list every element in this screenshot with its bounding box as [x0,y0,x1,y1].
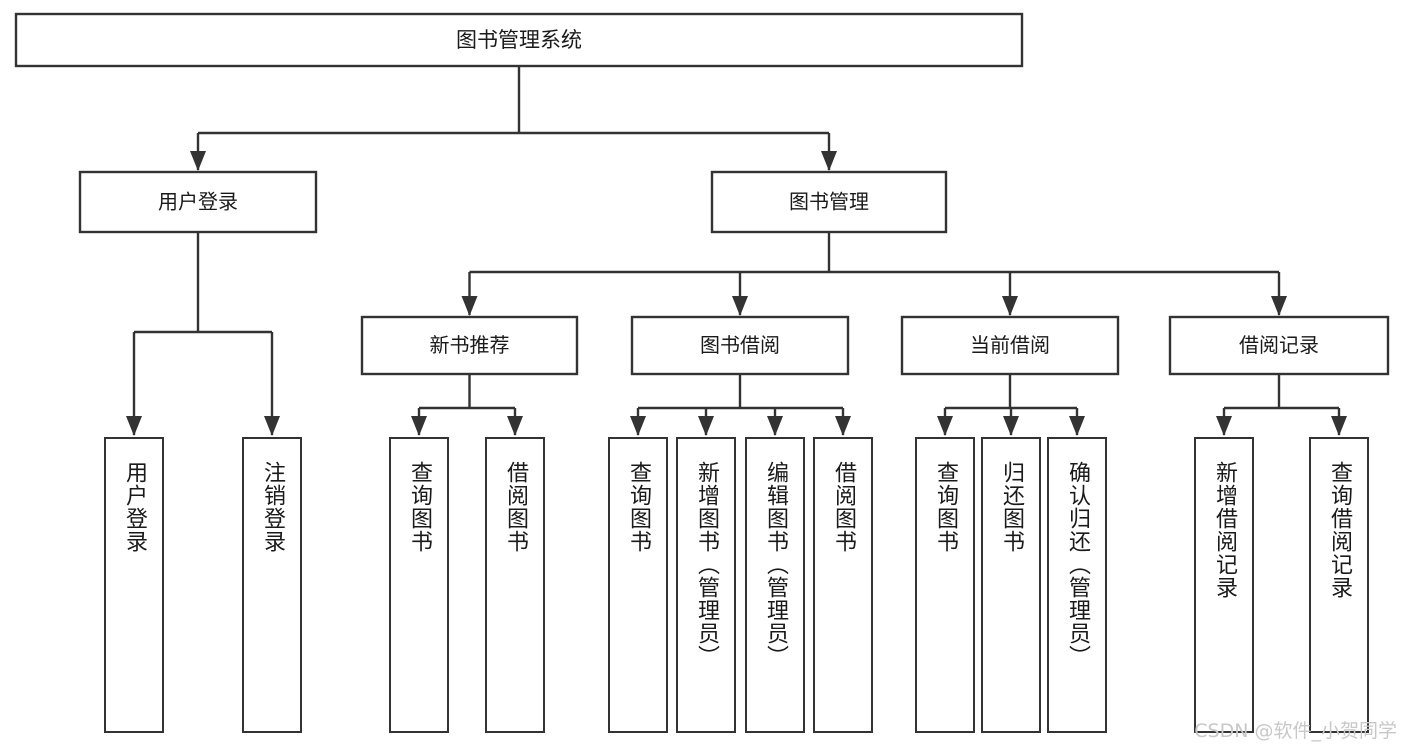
node-label-book-manage: 图书管理 [789,190,869,214]
arrow-head-icon-borrow-record-1 [1331,416,1347,436]
node-box-book-borrow[interactable] [630,315,850,376]
node-label-borrow-record: 借阅记录 [1239,333,1319,357]
arrow-head-icon-current-borrow-1 [1003,416,1019,436]
node-label-leaf-add-record: 新增借阅记录 [1212,461,1237,599]
node-label-leaf-query-record: 查询借阅记录 [1327,461,1352,599]
node-label-leaf-query-book-1: 查询图书 [407,461,432,553]
arrow-head-icon-bm-to-new-book-rec [461,296,478,316]
node-leaf-return-book[interactable]: 归还图书 [981,437,1041,733]
node-leaf-edit-book[interactable]: 编辑图书（管理员） [745,437,805,733]
node-leaf-user-logout[interactable]: 注销登录 [242,437,302,733]
node-leaf-add-book[interactable]: 新增图书（管理员） [676,437,736,733]
node-box-current-borrow[interactable] [900,315,1120,376]
arrow-head-icon-book-borrow-1 [698,416,714,436]
node-borrow-record[interactable]: 借阅记录 [1168,315,1390,376]
node-leaf-confirm-return[interactable]: 确认归还（管理员） [1047,437,1107,733]
node-label-leaf-add-book: 新增图书（管理员） [694,461,719,668]
node-leaf-borrow-book-1[interactable]: 借阅图书 [485,437,545,733]
node-user-login[interactable]: 用户登录 [78,170,318,234]
node-book-manage[interactable]: 图书管理 [710,170,948,234]
node-leaf-query-record[interactable]: 查询借阅记录 [1309,437,1369,733]
arrow-head-icon-current-borrow-2 [1069,416,1085,436]
node-label-leaf-borrow-book-1: 借阅图书 [503,461,528,553]
node-label-current-borrow: 当前借阅 [970,333,1050,357]
arrow-head-icon-user-login-1 [264,416,280,436]
node-box-new-book-rec[interactable] [360,315,579,376]
arrow-head-icon-bm-to-current-borrow [1002,296,1018,316]
node-label-user-login: 用户登录 [158,190,238,214]
node-label-book-borrow: 图书借阅 [700,333,780,357]
connectors-layer [126,66,1347,436]
node-leaf-query-book-3[interactable]: 查询图书 [915,437,975,733]
arrow-head-icon-bm-to-borrow-record [1271,296,1287,316]
node-label-leaf-user-login: 用户登录 [122,461,147,553]
node-leaf-user-login[interactable]: 用户登录 [104,437,164,733]
node-box-borrow-record[interactable] [1168,315,1390,376]
node-leaf-borrow-book-2[interactable]: 借阅图书 [813,437,873,733]
node-new-book-rec[interactable]: 新书推荐 [360,315,579,376]
arrow-head-icon-book-borrow-0 [630,416,646,436]
node-label-leaf-borrow-book-2: 借阅图书 [831,461,856,553]
arrow-head-icon-root-to-user-login [190,151,206,171]
arrow-head-icon-root-to-book-manage [821,151,837,171]
node-box-book-manage[interactable] [710,170,948,234]
node-leaf-add-record[interactable]: 新增借阅记录 [1194,437,1254,733]
node-label-leaf-confirm-return: 确认归还（管理员） [1065,461,1090,668]
node-root[interactable]: 图书管理系统 [14,12,1024,68]
arrow-head-icon-book-borrow-3 [835,416,851,436]
node-label-leaf-query-book-3: 查询图书 [933,461,958,553]
arrow-head-icon-new-book-rec-1 [507,416,523,436]
node-leaf-query-book-1[interactable]: 查询图书 [389,437,449,733]
arrow-head-icon-book-borrow-2 [767,416,783,436]
arrow-head-icon-current-borrow-0 [937,416,953,436]
node-label-root: 图书管理系统 [456,28,582,52]
node-box-user-login[interactable] [78,170,318,234]
node-label-new-book-rec: 新书推荐 [430,333,510,357]
arrow-head-icon-borrow-record-0 [1216,416,1232,436]
arrow-head-icon-new-book-rec-0 [411,416,427,436]
node-label-leaf-edit-book: 编辑图书（管理员） [763,461,788,668]
node-leaf-query-book-2[interactable]: 查询图书 [608,437,668,733]
node-label-leaf-query-book-2: 查询图书 [626,461,651,553]
node-box-root[interactable] [14,12,1024,68]
node-label-leaf-return-book: 归还图书 [999,461,1024,553]
node-book-borrow[interactable]: 图书借阅 [630,315,850,376]
arrow-head-icon-user-login-0 [126,416,142,436]
node-current-borrow[interactable]: 当前借阅 [900,315,1120,376]
node-label-leaf-user-logout: 注销登录 [260,461,285,553]
arrow-head-icon-bm-to-book-borrow [732,296,748,316]
